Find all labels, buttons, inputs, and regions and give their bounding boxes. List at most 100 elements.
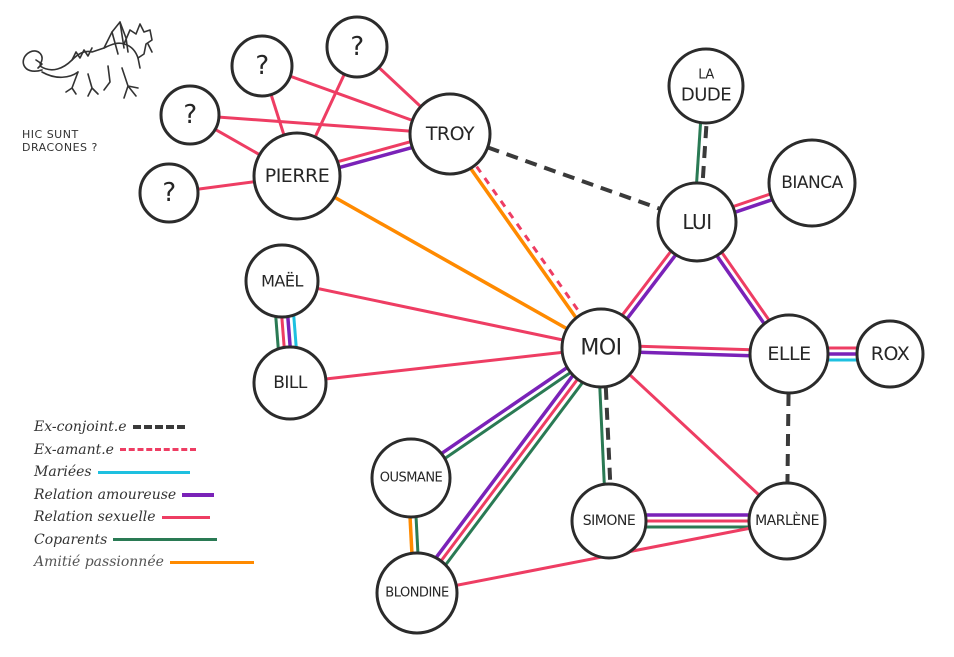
node-moi: MOI <box>560 307 642 389</box>
node-label: ELLE <box>767 343 810 365</box>
caption-line-1: HIC SUNT <box>22 128 79 141</box>
node-circle <box>230 34 294 98</box>
edge-line-ex_amant <box>451 131 605 348</box>
node-label: ? <box>162 178 175 208</box>
node-elle: ELLE <box>748 313 830 395</box>
edge-line-sexuelle <box>289 346 602 385</box>
legend-swatch-pink <box>161 515 210 519</box>
nodes-layer: ???? PIERRE TROY MAËL BILL MOI LA DUDE LUI BIANCA… <box>138 15 925 635</box>
legend-item-coparents: Coparents <box>34 529 254 552</box>
node-label: BILL <box>273 373 308 393</box>
edge-line-sexuelle <box>415 347 603 594</box>
edge-line-ex_conjoint <box>449 132 698 224</box>
node-bill: BILL <box>252 345 328 421</box>
node-label: DUDE <box>681 85 731 106</box>
legend-label: Mariées <box>34 464 92 481</box>
legend-swatch-green <box>113 538 218 542</box>
caption-line-2: DRACONES ? <box>22 141 98 154</box>
legend-swatch-dashed-black <box>132 425 185 430</box>
node-marlene: MARLÈNE <box>747 481 827 561</box>
node-circle <box>252 345 328 421</box>
node-circle <box>408 92 492 176</box>
edge-troy-moi <box>446 131 605 351</box>
legend-label: Relation sexuelle <box>34 509 156 526</box>
legend-item-amitie: Amitié passionnée <box>34 551 254 574</box>
legend-swatch-dotted-pink <box>119 448 196 452</box>
node-circle <box>159 84 221 146</box>
node-circle <box>767 138 857 228</box>
node-label: SIMONE <box>583 513 635 529</box>
node-label: MARLÈNE <box>755 512 819 529</box>
dragon-illustration <box>22 21 153 99</box>
edge-mael-moi <box>281 279 602 350</box>
node-bianca: BIANCA <box>767 138 857 228</box>
node-label: OUSMANE <box>380 471 443 486</box>
node-rox: ROX <box>855 319 925 389</box>
node-label: PIERRE <box>265 165 329 187</box>
legend-item-sexuelle: Relation sexuelle <box>34 506 254 529</box>
node-q3: ? <box>159 84 221 146</box>
edge-line-sexuelle <box>189 113 451 136</box>
legend-item-mariees: Mariées <box>34 461 254 484</box>
edge-bill-moi <box>289 346 602 385</box>
edge-line-amitie <box>296 174 602 350</box>
legend-swatch-cyan <box>97 470 190 474</box>
node-circle <box>375 551 459 635</box>
edge-moi-marlene <box>599 346 789 523</box>
node-circle <box>570 482 648 560</box>
node-label: ? <box>255 51 268 81</box>
node-circle <box>667 47 745 125</box>
node-circle <box>855 319 925 389</box>
node-q2: ? <box>325 15 389 79</box>
node-label: ? <box>183 100 196 130</box>
node-label: MOI <box>580 336 621 361</box>
legend-swatch-purple <box>182 492 215 497</box>
legend-swatch-orange <box>169 560 254 564</box>
node-simone: SIMONE <box>570 482 648 560</box>
hic-sunt-dracones-caption: HIC SUNT DRACONES ? <box>22 128 98 154</box>
edge-line-sexuelle <box>281 279 602 350</box>
node-label: TROY <box>425 123 475 145</box>
node-ousmane: OUSMANE <box>370 437 452 519</box>
node-q4: ? <box>138 162 200 224</box>
node-pierre: PIERRE <box>252 131 342 221</box>
node-label: BLONDINE <box>385 586 449 601</box>
node-lui: LUI <box>656 181 738 263</box>
node-label: MAËL <box>261 272 303 291</box>
legend-label: Coparents <box>34 531 108 548</box>
node-circle <box>560 307 642 389</box>
node-circle <box>325 15 389 79</box>
node-circle <box>656 181 738 263</box>
legend-label: Ex-conjoint.e <box>34 419 127 436</box>
edge-line-amitie <box>446 134 600 351</box>
node-label: LA <box>698 68 714 83</box>
legend-label: Ex-amant.e <box>34 441 114 458</box>
node-circle <box>370 437 452 519</box>
node-label: ? <box>350 32 363 62</box>
node-circle <box>244 243 320 319</box>
edge-pierre-moi <box>296 174 602 350</box>
node-q1: ? <box>230 34 294 98</box>
legend-label: Relation amoureuse <box>34 486 177 503</box>
edge-q3-troy <box>189 113 451 136</box>
edge-line-coparents <box>420 350 607 598</box>
legend: Ex-conjoint.e Ex-amant.e Mariées Relatio… <box>34 416 254 574</box>
node-blondine: BLONDINE <box>375 551 459 635</box>
node-mael: MAËL <box>244 243 320 319</box>
node-label: LUI <box>682 210 711 234</box>
legend-label: Amitié passionnée <box>34 554 164 571</box>
node-label: BIANCA <box>781 173 843 193</box>
node-circle <box>252 131 342 221</box>
node-circle <box>138 162 200 224</box>
edge-moi-blondine <box>410 343 607 598</box>
legend-item-ex-amant: Ex-amant.e <box>34 439 254 462</box>
node-label: ROX <box>871 343 910 365</box>
node-circle <box>747 481 827 561</box>
node-troy: TROY <box>408 92 492 176</box>
edge-line-sexuelle <box>599 346 789 523</box>
legend-item-ex-conjoint: Ex-conjoint.e <box>34 416 254 439</box>
node-ladude: LA DUDE <box>667 47 745 125</box>
node-circle <box>748 313 830 395</box>
edge-line-amoureuse <box>410 343 598 591</box>
